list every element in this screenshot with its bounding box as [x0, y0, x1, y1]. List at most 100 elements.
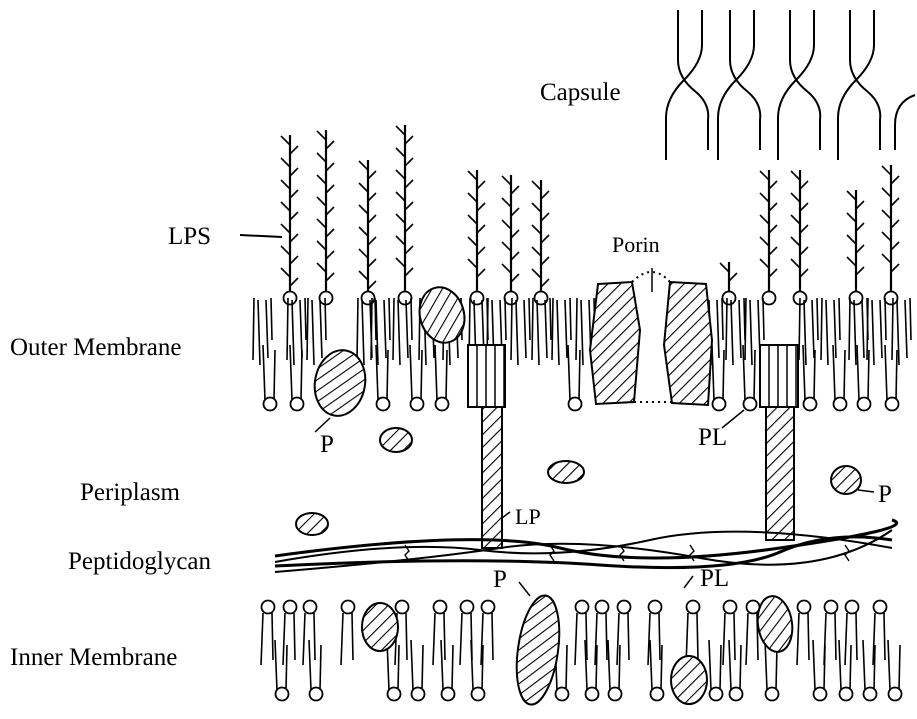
p-inner-leader: [519, 582, 530, 596]
inner-lipid-head: [687, 601, 700, 614]
lps-branch: [891, 242, 899, 250]
lps-branch: [326, 163, 334, 171]
lps-branch: [882, 254, 891, 263]
inner-lipid-lower-tails: [441, 640, 453, 690]
lps-lipid-head: [885, 292, 898, 305]
lps-branch: [281, 202, 290, 211]
capsule-strand: [678, 10, 708, 150]
p-label-outer: P: [320, 432, 334, 457]
lps-branch: [760, 193, 769, 202]
lps-branch: [882, 232, 891, 241]
capsule-strands: [666, 10, 915, 160]
lps-branch: [541, 257, 549, 265]
lps-branch: [532, 269, 541, 278]
lps-lipid-head: [284, 292, 297, 305]
outer-lipid-lower-tails: [435, 345, 447, 400]
outer-lipid-tails: [849, 298, 868, 365]
lps-branch: [541, 235, 549, 243]
inner-lipid-lower-head: [864, 688, 877, 701]
inner-lipid-head: [798, 601, 811, 614]
lps-branch: [396, 192, 405, 201]
lps-branch: [511, 252, 519, 260]
outer-lipid-tails: [821, 298, 840, 365]
periplasmic-protein: [548, 461, 584, 483]
lps-lipid-head: [763, 292, 776, 305]
lps-branch: [769, 247, 777, 255]
outer-lipid-lower-tails: [410, 345, 422, 400]
lps-branch: [720, 263, 729, 272]
periplasmic-protein: [380, 428, 412, 452]
lps-branch: [359, 205, 368, 214]
lps-branch: [326, 229, 334, 237]
inner-membrane: [261, 601, 902, 701]
lps-branch: [405, 136, 413, 144]
lps-branch: [791, 237, 800, 246]
capsule-strand: [666, 10, 702, 160]
lps-branch: [769, 225, 777, 233]
lps-branch: [396, 258, 405, 267]
inner-lipid-upper-tails: [460, 613, 472, 665]
lp-label: LP: [515, 506, 541, 528]
porin-label: Porin: [612, 234, 660, 256]
peptidoglycan-layer: [275, 520, 897, 572]
outer-lipid-lower-head: [834, 398, 847, 411]
lps-branch: [847, 235, 856, 244]
inner-membrane-protein: [362, 603, 398, 651]
peptidoglycan-label: Peptidoglycan: [68, 549, 211, 574]
inner-lipid-lower-tails: [709, 640, 721, 690]
lps-branch: [359, 161, 368, 170]
capsule-strand: [850, 10, 880, 150]
lps-branch: [502, 198, 511, 207]
capsule-strand: [790, 10, 820, 150]
lps-branch: [368, 193, 376, 201]
lps-branch: [800, 225, 808, 233]
inner-lipid-upper-tails: [283, 613, 295, 665]
inner-lipid-upper-tails: [261, 613, 273, 665]
lps-branch: [317, 131, 326, 140]
lps-branch: [891, 220, 899, 228]
inner-lipid-head: [618, 601, 631, 614]
lps-label: LPS: [168, 224, 211, 249]
inner-lipid-lower-tails: [888, 640, 900, 690]
inner-lipid-lower-head: [442, 688, 455, 701]
lps-branch: [891, 198, 899, 206]
lps-branch: [791, 193, 800, 202]
lps-branch: [502, 264, 511, 273]
inner-lipid-lower-head: [609, 688, 622, 701]
lps-branch: [405, 224, 413, 232]
lps-branch: [532, 225, 541, 234]
inner-lipid-head: [724, 601, 737, 614]
lps-branch: [760, 215, 769, 224]
lps-branch: [468, 171, 477, 180]
inner-lipid-head: [576, 601, 589, 614]
lps-branch: [532, 247, 541, 256]
outer-lipid-lower-head: [886, 398, 899, 411]
porin-channel-top: [632, 272, 670, 282]
lps-branch: [326, 207, 334, 215]
lps-branch: [541, 279, 549, 287]
lps-branch: [290, 234, 298, 242]
lps-branch: [368, 259, 376, 267]
inner-lipid-upper-tails: [433, 613, 445, 665]
lps-branch: [791, 171, 800, 180]
lps-branch: [317, 153, 326, 162]
inner-membrane-protein: [754, 594, 795, 654]
inner-lipid-lower-head: [814, 688, 827, 701]
lps-branch: [882, 166, 891, 175]
lps-branch: [856, 223, 864, 231]
outer-lipid-tails: [253, 298, 272, 365]
lps-branch: [468, 193, 477, 202]
lps-branch: [368, 281, 376, 289]
inner-lipid-upper-tails: [648, 613, 660, 665]
lps-branch: [396, 236, 405, 245]
lps-branch: [405, 180, 413, 188]
lps-branch: [317, 219, 326, 228]
periplasmic-protein: [831, 466, 861, 494]
lps-branch: [541, 213, 549, 221]
outer-lipid-lower-tails: [290, 345, 302, 400]
lps-branch: [477, 181, 485, 189]
outer-lipid-lower-tails: [885, 345, 897, 400]
inner-membrane-protein: [671, 656, 707, 704]
lps-branch: [541, 191, 549, 199]
lps-branch: [290, 212, 298, 220]
